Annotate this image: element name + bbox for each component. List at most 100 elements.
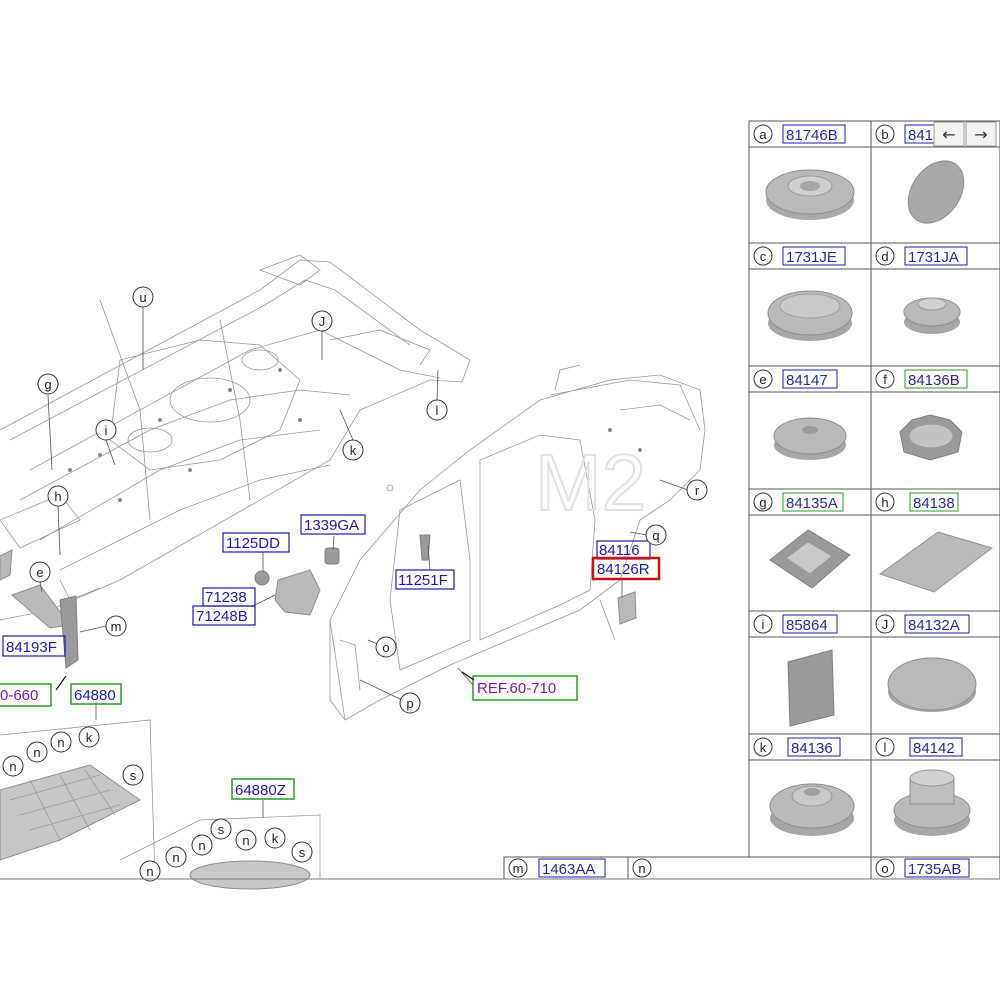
svg-text:s: s xyxy=(130,768,137,783)
table-cell-i[interactable]: i 85864 xyxy=(753,614,838,634)
part-image-84142 xyxy=(893,769,971,836)
svg-text:o: o xyxy=(382,640,389,655)
svg-text:a: a xyxy=(759,127,767,142)
callouts: 1125DD 1339GA 71238 71248B 11251F 84116 … xyxy=(0,514,661,800)
marker-s-3: s xyxy=(291,841,313,863)
callout-1339GA[interactable]: 1339GA xyxy=(304,517,359,534)
svg-text:d: d xyxy=(881,249,888,264)
table-cell-d[interactable]: d 1731JA xyxy=(875,246,968,266)
svg-text:J: J xyxy=(882,617,889,632)
marker-o: o xyxy=(375,636,397,658)
marker-q: q xyxy=(645,524,667,546)
svg-text:e: e xyxy=(36,565,43,580)
part-image-85864 xyxy=(787,649,835,727)
svg-text:k: k xyxy=(350,443,357,458)
table-cell-f[interactable]: f 84136B xyxy=(875,369,968,389)
part-image-84132A xyxy=(887,657,977,712)
callout-REF60710[interactable]: REF.60-710 xyxy=(477,680,556,697)
part-image-84136 xyxy=(769,783,855,836)
marker-n-4: n xyxy=(235,829,257,851)
svg-text:n: n xyxy=(242,833,249,848)
table-cell-h[interactable]: h 84138 xyxy=(875,492,959,512)
svg-text:k: k xyxy=(272,831,279,846)
svg-text:84135A: 84135A xyxy=(786,495,838,512)
table-cell-a[interactable]: a 81746B xyxy=(753,124,846,144)
callout-box-REF60710 xyxy=(472,675,578,701)
marker-u: u xyxy=(132,286,154,308)
callout-1125DD[interactable]: 1125DD xyxy=(226,535,280,552)
callout-84116[interactable]: 84116 xyxy=(599,542,640,559)
prev-arrow-icon[interactable]: ← xyxy=(942,125,955,144)
part-image-1731JE xyxy=(767,290,853,341)
svg-text:l: l xyxy=(884,740,887,755)
marker-n-2: n xyxy=(26,741,48,763)
svg-text:g: g xyxy=(759,495,766,510)
svg-text:J: J xyxy=(319,314,326,329)
svg-text:84136: 84136 xyxy=(791,740,833,757)
table-cell-g[interactable]: g 84135A xyxy=(753,492,844,512)
callout-71238[interactable]: 71238 xyxy=(205,589,247,606)
callout-84193F[interactable]: 84193F xyxy=(6,639,57,656)
table-cell-b[interactable]: b 841 xyxy=(875,124,936,144)
svg-text:k: k xyxy=(760,740,767,755)
marker-s-2: s xyxy=(210,818,232,840)
svg-text:i: i xyxy=(105,423,108,438)
marker-k: k xyxy=(342,439,364,461)
svg-text:s: s xyxy=(218,822,225,837)
table-cell-m[interactable]: m 1463AA xyxy=(508,858,606,878)
svg-text:m: m xyxy=(111,619,122,634)
svg-text:1735AB: 1735AB xyxy=(908,861,961,878)
table-cell-o[interactable]: o 1735AB xyxy=(875,858,970,878)
watermark: M2 xyxy=(535,438,646,527)
svg-text:841: 841 xyxy=(908,127,933,144)
marker-g: g xyxy=(37,373,59,395)
carousel-nav: ← → xyxy=(933,121,997,147)
parts-table: a 81746B b 841 ← → c 1731JE xyxy=(503,120,1000,880)
marker-k-3: k xyxy=(264,827,286,849)
svg-text:l: l xyxy=(436,403,439,418)
callout-64880Z[interactable]: 64880Z xyxy=(235,782,286,799)
svg-text:84147: 84147 xyxy=(786,372,828,389)
under-cover-64880 xyxy=(0,719,156,879)
callout-0660[interactable]: 0-660 xyxy=(0,687,38,704)
svg-text:e: e xyxy=(759,372,766,387)
marker-e: e xyxy=(29,561,51,583)
marker-k-2: k xyxy=(78,726,100,748)
marker-n-1: n xyxy=(2,755,24,777)
callout-box-0660 xyxy=(0,683,52,707)
marker-h: h xyxy=(47,485,69,507)
table-cell-e[interactable]: e 84147 xyxy=(753,369,838,389)
floor-pan-sketch xyxy=(0,254,471,621)
leader-lines xyxy=(39,307,689,818)
part-image-841 xyxy=(907,160,965,224)
callout-71248B[interactable]: 71248B xyxy=(196,608,248,625)
svg-text:n: n xyxy=(33,745,40,760)
table-cell-k[interactable]: k 84136 xyxy=(753,737,841,757)
callout-box-84193F xyxy=(2,635,66,657)
body-side-sketch xyxy=(329,364,706,721)
left-wedge-part xyxy=(0,549,79,669)
svg-text:m: m xyxy=(513,861,524,876)
marker-r: r xyxy=(686,479,708,501)
table-cell-J[interactable]: J 84132A xyxy=(875,614,970,634)
part-image-1731JA xyxy=(903,297,961,334)
svg-text:84142: 84142 xyxy=(913,740,955,757)
table-cell-n[interactable]: n xyxy=(632,858,652,878)
next-arrow-icon[interactable]: → xyxy=(974,125,987,144)
svg-text:85864: 85864 xyxy=(786,617,828,634)
marker-l: l xyxy=(426,399,448,421)
svg-text:h: h xyxy=(881,495,888,510)
svg-text:n: n xyxy=(9,759,16,774)
marker-n-5: n xyxy=(191,834,213,856)
callout-11251F[interactable]: 11251F xyxy=(398,572,448,589)
callout-84126R[interactable]: 84126R xyxy=(597,561,650,578)
table-cell-c[interactable]: c 1731JE xyxy=(753,246,846,266)
letter-markers: u J g i l k h e m r q o p n n n k s s n … xyxy=(2,286,708,882)
svg-text:84136B: 84136B xyxy=(908,372,960,389)
svg-text:q: q xyxy=(652,528,659,543)
callout-box-84126R xyxy=(591,556,661,581)
table-cell-l[interactable]: l 84142 xyxy=(875,737,963,757)
callout-64880[interactable]: 64880 xyxy=(74,687,116,704)
marker-p: p xyxy=(399,692,421,714)
